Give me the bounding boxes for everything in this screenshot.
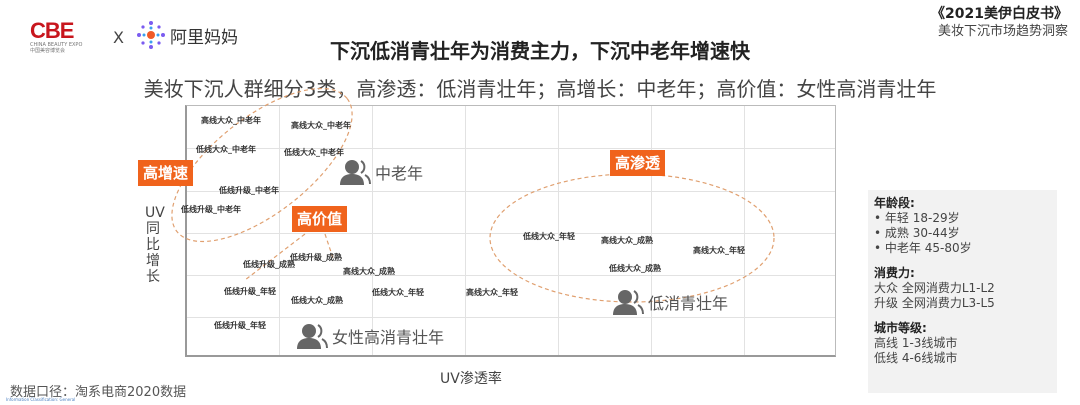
segment-label: 低线升级_中老年 [219,186,279,195]
persona-low-young: 低消青壮年 [613,289,728,315]
segment-label: 高线大众_中老年 [291,121,351,130]
legend-city-item: 高线 1-3线城市 [874,336,958,350]
segment-label: 高线大众_成熟 [601,236,653,245]
segment-label: 低线升级_成熟 [290,253,342,262]
data-source-note: 数据口径：淘系电商2020数据 [10,385,187,400]
legend-spend-item: 大众 全网消费力L1-L2 [874,281,995,295]
x-axis-label: UV渗透率 [440,371,502,387]
segment-label: 高线大众_年轻 [693,246,745,255]
legend-age-item: • 成熟 30-44岁 [874,226,960,240]
persona-label: 女性高消青壮年 [332,328,445,347]
segment-label: 低线大众_成熟 [609,264,661,273]
report-heading: 《2021美伊白皮书》 美妆下沉市场趋势洞察 [931,6,1068,40]
badge-high-penetration: 高渗透 [610,150,666,176]
persona-female-high: 女性高消青壮年 [297,323,444,349]
segment-label: 低线大众_成熟 [291,296,343,305]
legend-panel: 年龄段: • 年轻 18-29岁 • 成熟 30-44岁 • 中老年 45-80… [868,190,1057,393]
value-pointer-line [244,233,306,281]
gridline [372,106,373,355]
segment-label: 高线大众_成熟 [343,267,395,276]
users-icon [297,324,328,349]
legend-age-item: • 年轻 18-29岁 [874,211,960,225]
gridline [187,191,835,192]
gridline [187,233,835,234]
y-axis-label: UV同比增长 [145,205,165,285]
cbe-logo: CBE CHINA BEAUTY EXPO 中国美容博览会 [30,18,102,55]
page-subtitle: 美妆下沉人群细分3类，高渗透：低消青壮年；高增长：中老年；高价值：女性高消青壮年 [143,77,937,101]
segment-label: 低线大众_年轻 [523,232,575,241]
legend-city-title: 城市等级: [874,321,927,335]
penetration-cluster-ellipse [489,173,775,303]
classification-note: Information Classification: General [6,397,76,402]
legend-spend-item: 升级 全网消费力L3-L5 [874,296,995,310]
quadrant-plot [185,105,836,357]
segment-label: 低线升级_年轻 [224,287,276,296]
page-title: 下沉低消青壮年为消费主力，下沉中老年增速快 [330,39,750,63]
segment-label: 低线大众_中老年 [284,148,344,157]
persona-label: 低消青壮年 [648,294,729,313]
gridline [651,106,652,355]
cbe-logo-mark: CBE [30,18,74,43]
gridline [279,106,280,355]
persona-middle-old: 中老年 [340,159,423,185]
users-icon [340,160,371,185]
segment-label: 低线升级_成熟 [243,260,295,269]
gridline [465,106,466,355]
gridline [558,106,559,355]
legend-city-item: 低线 4-6线城市 [874,351,958,365]
segment-label: 低线大众_中老年 [196,145,256,154]
persona-label: 中老年 [375,164,424,183]
cbe-logo-sub-cn: 中国美容博览会 [30,48,66,54]
segment-label: 低线升级_中老年 [181,205,241,214]
alimama-burst-icon [137,21,165,49]
gridline [744,106,745,355]
report-title: 《2021美伊白皮书》 [931,6,1068,22]
segment-label: 低线大众_年轻 [372,288,424,297]
badge-high-value: 高价值 [292,206,348,232]
legend-age-item: • 中老年 45-80岁 [874,241,972,255]
segment-label: 高线大众_年轻 [466,288,518,297]
legend-age-title: 年龄段: [874,196,915,210]
segment-label: 低线升级_年轻 [214,321,266,330]
cbe-logo-sub-en: CHINA BEAUTY EXPO [30,42,83,48]
legend-spend-title: 消费力: [874,266,915,280]
value-pointer-line [324,233,334,259]
segment-label: 高线大众_中老年 [201,116,261,125]
users-icon [613,290,644,315]
gridline [187,148,835,149]
logo-separator: X [113,28,124,47]
growth-cluster-ellipse [171,87,353,243]
alimama-logo: 阿里妈妈 [136,20,238,50]
report-subtitle: 美妆下沉市场趋势洞察 [937,24,1068,39]
gridline [187,275,835,276]
gridline [187,317,835,318]
alimama-logo-text: 阿里妈妈 [170,27,238,48]
badge-high-growth: 高增速 [138,160,194,186]
